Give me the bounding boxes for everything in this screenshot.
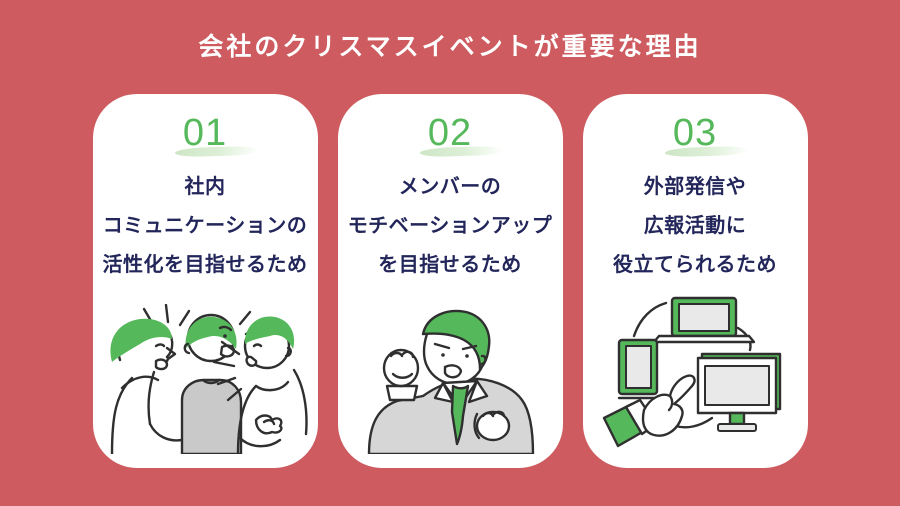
card-text-line: 社内: [184, 176, 226, 198]
card-number: 02: [427, 112, 473, 154]
card-number-wrap: 01: [174, 112, 259, 158]
card-text-line: メンバーの: [398, 176, 502, 198]
businessman: [367, 309, 535, 454]
reason-card-3: 03 外部発信や 広報活動に 役立てられるため: [582, 94, 808, 468]
three-colleagues-talking-icon: [98, 304, 313, 454]
card-text-line: を目指せるため: [378, 254, 522, 276]
card-text-line: 広報活動に: [643, 215, 747, 237]
card-text-line: 外部発信や: [643, 176, 747, 198]
card-text: 社内 コミュニケーションの 活性化を目指せるため: [103, 168, 308, 285]
card-text-line: 役立てられるため: [613, 254, 777, 276]
raised-fist: [382, 348, 420, 402]
card-number: 01: [182, 112, 228, 154]
reason-cards-row: 01 社内 コミュニケーションの 活性化を目指せるため: [0, 94, 900, 468]
card-text: メンバーの モチベーションアップ を目指せるため: [348, 168, 553, 285]
card-number-wrap: 03: [664, 112, 749, 158]
connected-devices-icon: [600, 294, 790, 454]
motivated-businessman-icon: [364, 304, 536, 454]
lower-fist: [473, 410, 511, 442]
reason-card-1: 01 社内 コミュニケーションの 活性化を目指せるため: [92, 94, 318, 468]
page-title: 会社のクリスマスイベントが重要な理由: [198, 33, 702, 61]
card-text-line: コミュニケーションの: [102, 215, 308, 237]
card-text: 外部発信や 広報活動に 役立てられるため: [613, 168, 777, 285]
smartphone-icon: [617, 338, 660, 400]
pointing-hand-icon: [602, 374, 696, 448]
laptop-icon: [652, 296, 756, 344]
monitor-icon: [696, 352, 782, 432]
card-text-line: モチベーションアップ: [347, 215, 553, 237]
person-middle: [180, 310, 261, 454]
person-left: [109, 318, 183, 454]
person-right: [212, 316, 308, 454]
card-text-line: 活性化を目指せるため: [102, 254, 308, 276]
card-number: 03: [672, 112, 718, 154]
card-number-wrap: 02: [419, 112, 504, 158]
reason-card-2: 02 メンバーの モチベーションアップ を目指せるため: [337, 94, 563, 468]
